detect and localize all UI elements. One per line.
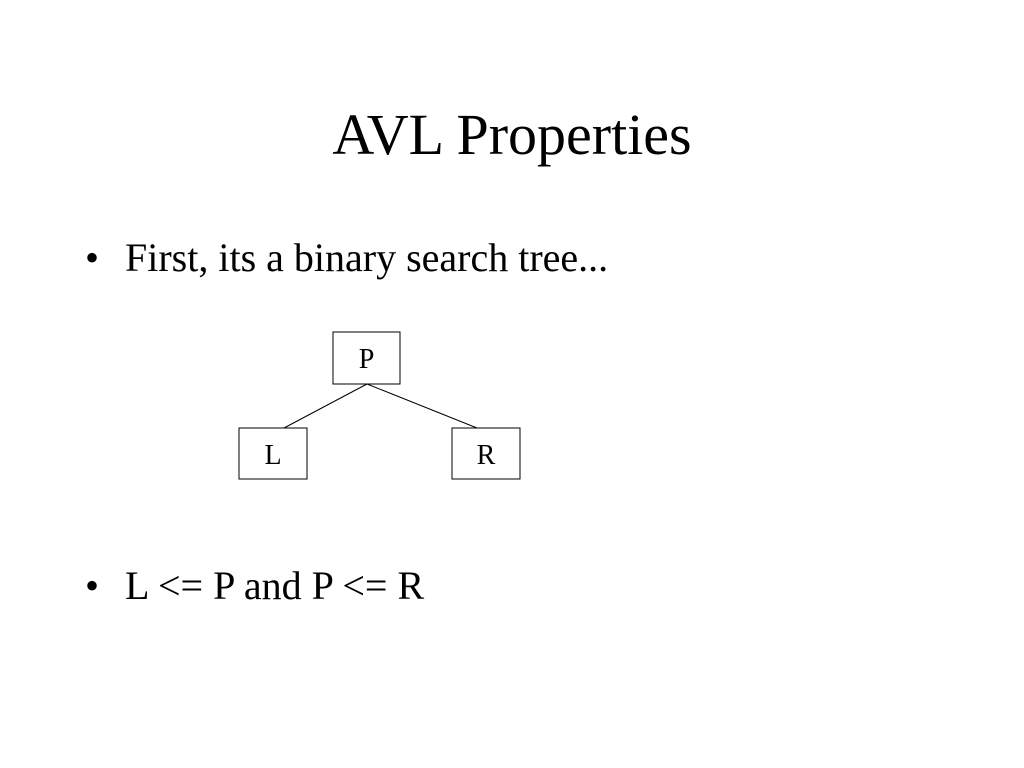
tree-node-left-box [238, 427, 308, 480]
bullet-icon: • [85, 563, 100, 608]
tree-node-left: L [238, 427, 308, 480]
bullet-icon: • [85, 235, 100, 280]
edge-parent-left [283, 383, 368, 429]
bullet-text-2: L <= P and P <= R [125, 563, 425, 608]
slide-title: AVL Properties [332, 102, 692, 167]
tree-node-right-box [451, 427, 521, 480]
bullet-item-1: • First, its a binary search tree... [85, 234, 608, 282]
bullet-item-2: • L <= P and P <= R [85, 562, 424, 610]
tree-node-right: R [451, 427, 521, 480]
tree-node-right-label: R [477, 440, 496, 471]
bullet-text-1: First, its a binary search tree... [125, 235, 609, 280]
tree-node-parent: P [332, 331, 401, 385]
tree-node-parent-box [332, 331, 401, 385]
tree-node-left-label: L [264, 440, 281, 471]
edge-parent-right [366, 383, 478, 429]
tree-node-parent-label: P [359, 344, 375, 375]
